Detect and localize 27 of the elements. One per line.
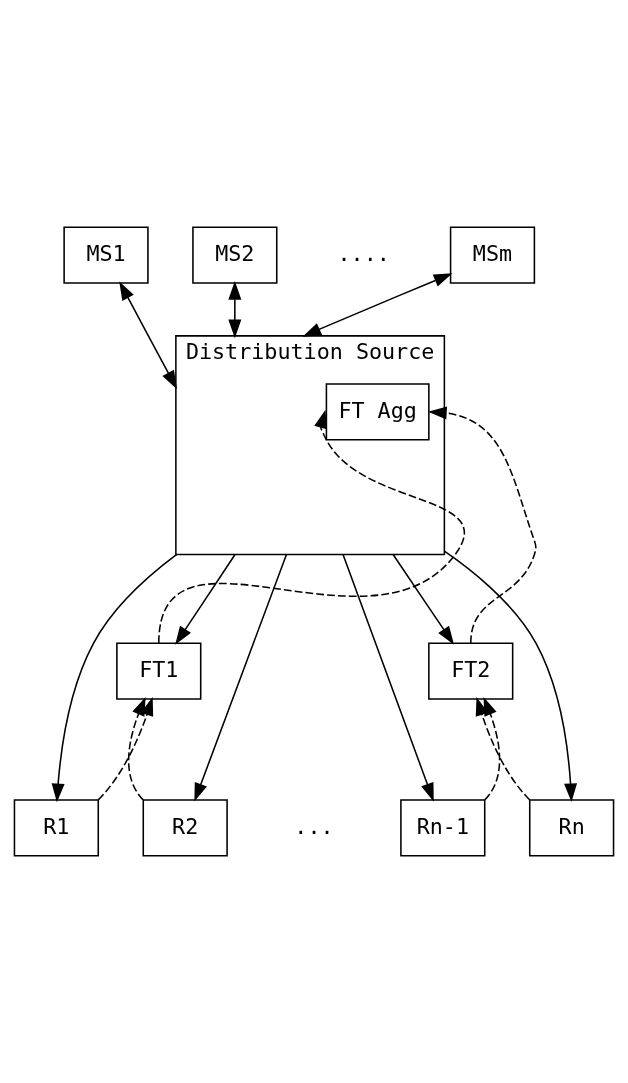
node-box: FT1 [116, 642, 202, 700]
arrow [228, 281, 242, 339]
arrow [428, 406, 537, 644]
arrow [443, 550, 578, 803]
arrow [475, 696, 531, 801]
arrow [194, 553, 288, 802]
node-box: FT Agg [325, 383, 430, 441]
arrow [119, 281, 177, 390]
node-box: R1 [13, 799, 100, 857]
node-box: Rn [528, 799, 615, 857]
arrow [51, 553, 178, 803]
node-box: MS2 [192, 226, 278, 284]
node-box: FT2 [428, 642, 514, 700]
arrow [302, 273, 453, 337]
node-box: MS1 [63, 226, 149, 284]
label: ... [294, 813, 334, 839]
label: .... [337, 240, 390, 266]
node-box: Rn-1 [400, 799, 486, 857]
arrow [175, 553, 236, 645]
arrow [127, 696, 146, 801]
arrow [158, 409, 465, 644]
arrow [483, 696, 501, 801]
arrow [342, 553, 434, 802]
node-box: R2 [142, 799, 228, 857]
node-box: MSm [449, 226, 536, 284]
arrow [97, 696, 154, 801]
arrow [392, 553, 455, 645]
